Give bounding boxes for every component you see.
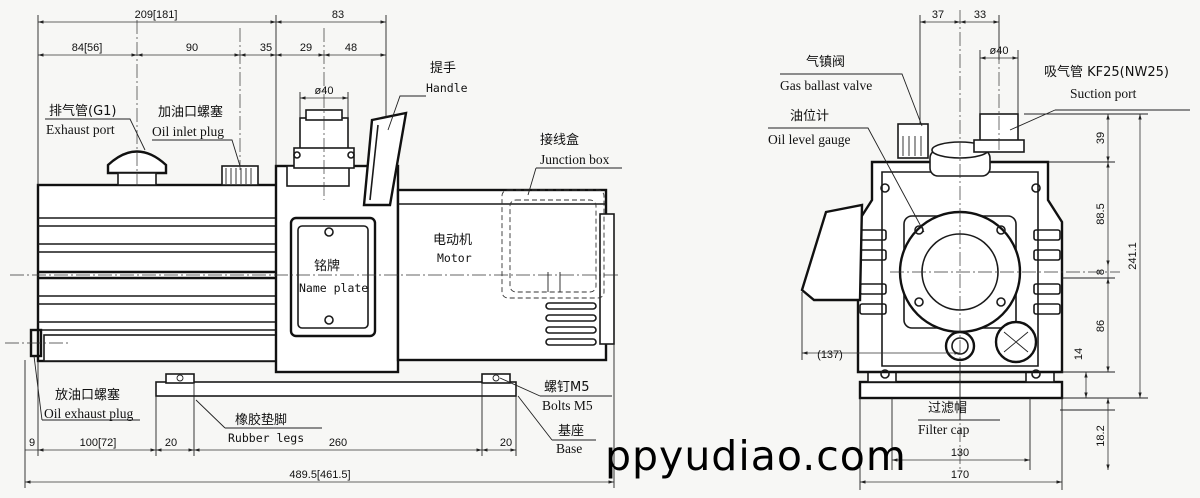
- leader-base: [517, 395, 596, 441]
- label-handle-cn: 提手: [430, 60, 456, 76]
- dim-8: 8: [1095, 269, 1107, 275]
- cooling-fins: [38, 217, 278, 331]
- dim-130: 130: [951, 447, 969, 459]
- label-oil-level-cn: 油位计: [790, 109, 829, 124]
- label-oil-inlet-cn: 加油口螺塞: [158, 104, 223, 120]
- dim-84: 84[56]: [72, 42, 103, 54]
- leader-oil-inlet: [152, 139, 241, 167]
- dim-phi40-left: ø40: [315, 85, 334, 97]
- leader-rubber: [195, 399, 322, 429]
- dim-14: 14: [1073, 348, 1085, 360]
- label-gas-ballast-en: Gas ballast valve: [780, 78, 872, 93]
- dim-489: 489.5[461.5]: [289, 469, 350, 481]
- dim-20-right: 20: [500, 437, 512, 449]
- label-rubber-en: Rubber legs: [228, 431, 304, 445]
- dim-86: 86: [1095, 320, 1107, 332]
- watermark: ppyudiao.com: [605, 432, 907, 480]
- dim-83: 83: [332, 9, 344, 21]
- leader-oil-level: [768, 127, 925, 233]
- side-view: [5, 15, 622, 488]
- dim-29: 29: [300, 42, 312, 54]
- label-oil-inlet-en: Oil inlet plug: [152, 124, 224, 139]
- dim-137: (137): [817, 349, 843, 361]
- leader-oil-exhaust: [33, 355, 140, 421]
- label-rubber-cn: 橡胶垫脚: [235, 412, 287, 428]
- label-suction-en: Suction port: [1070, 86, 1137, 101]
- label-base-en: Base: [556, 441, 582, 456]
- label-exhaust-cn: 排气管(G1): [49, 103, 117, 119]
- label-oil-exhaust-en: Oil exhaust plug: [44, 406, 133, 421]
- label-bolts-en: Bolts M5: [542, 398, 593, 413]
- base-plate: [155, 381, 517, 397]
- leader-handle: [387, 95, 426, 131]
- label-junction-cn: 接线盒: [540, 132, 579, 148]
- label-filter-en: Filter cap: [918, 422, 970, 437]
- label-gas-ballast-cn: 气镇阀: [806, 54, 845, 70]
- dim-260: 260: [329, 437, 347, 449]
- motor-vents: [545, 302, 597, 346]
- rubber-leg-right: [481, 373, 511, 384]
- label-nameplate-en: Name plate: [299, 281, 368, 295]
- dim-33: 33: [974, 9, 986, 21]
- gas-ballast-valve: [897, 123, 929, 159]
- leader-suction: [1009, 109, 1190, 131]
- end-view: [768, 10, 1190, 490]
- label-suction-cn: 吸气管 KF25(NW25): [1044, 64, 1169, 80]
- end-handle: [800, 203, 864, 302]
- name-plate: [289, 216, 377, 338]
- leader-junction: [527, 167, 622, 196]
- dim-37: 37: [932, 9, 944, 21]
- label-bolts-cn: 螺钉M5: [544, 380, 590, 395]
- dim-241: 241.1: [1127, 242, 1139, 270]
- label-handle-en: Handle: [426, 81, 468, 95]
- dim-20-left: 20: [165, 437, 177, 449]
- rubber-leg-left: [165, 373, 195, 384]
- dim-18: 18.2: [1095, 425, 1107, 446]
- handle: [362, 111, 408, 207]
- junction-box: [501, 189, 605, 299]
- dim-48: 48: [345, 42, 357, 54]
- dim-9: 9: [29, 437, 35, 449]
- leader-exhaust: [45, 118, 146, 151]
- leader-gas-ballast: [780, 73, 923, 127]
- label-nameplate-cn: 铭牌: [314, 258, 340, 274]
- label-base-cn: 基座: [558, 424, 584, 439]
- leader-filter: [918, 362, 1000, 421]
- label-oil-exhaust-cn: 放油口螺塞: [55, 387, 120, 403]
- label-oil-level-en: Oil level gauge: [768, 132, 850, 147]
- label-exhaust-en: Exhaust port: [46, 122, 115, 137]
- dim-35: 35: [260, 42, 272, 54]
- label-junction-en: Junction box: [540, 152, 610, 167]
- dim-90: 90: [186, 42, 198, 54]
- dim-209: 209[181]: [135, 9, 178, 21]
- dim-88: 88.5: [1095, 203, 1107, 224]
- label-filter-cn: 过滤帽: [928, 400, 967, 416]
- label-motor-en: Motor: [437, 251, 472, 265]
- leader-bolts: [499, 377, 612, 397]
- dim-170: 170: [951, 469, 969, 481]
- dim-100: 100[72]: [80, 437, 117, 449]
- dim-39: 39: [1095, 132, 1107, 144]
- dim-phi40-right: ø40: [990, 45, 1009, 57]
- end-base: [858, 380, 1064, 400]
- label-motor-cn: 电动机: [433, 233, 472, 248]
